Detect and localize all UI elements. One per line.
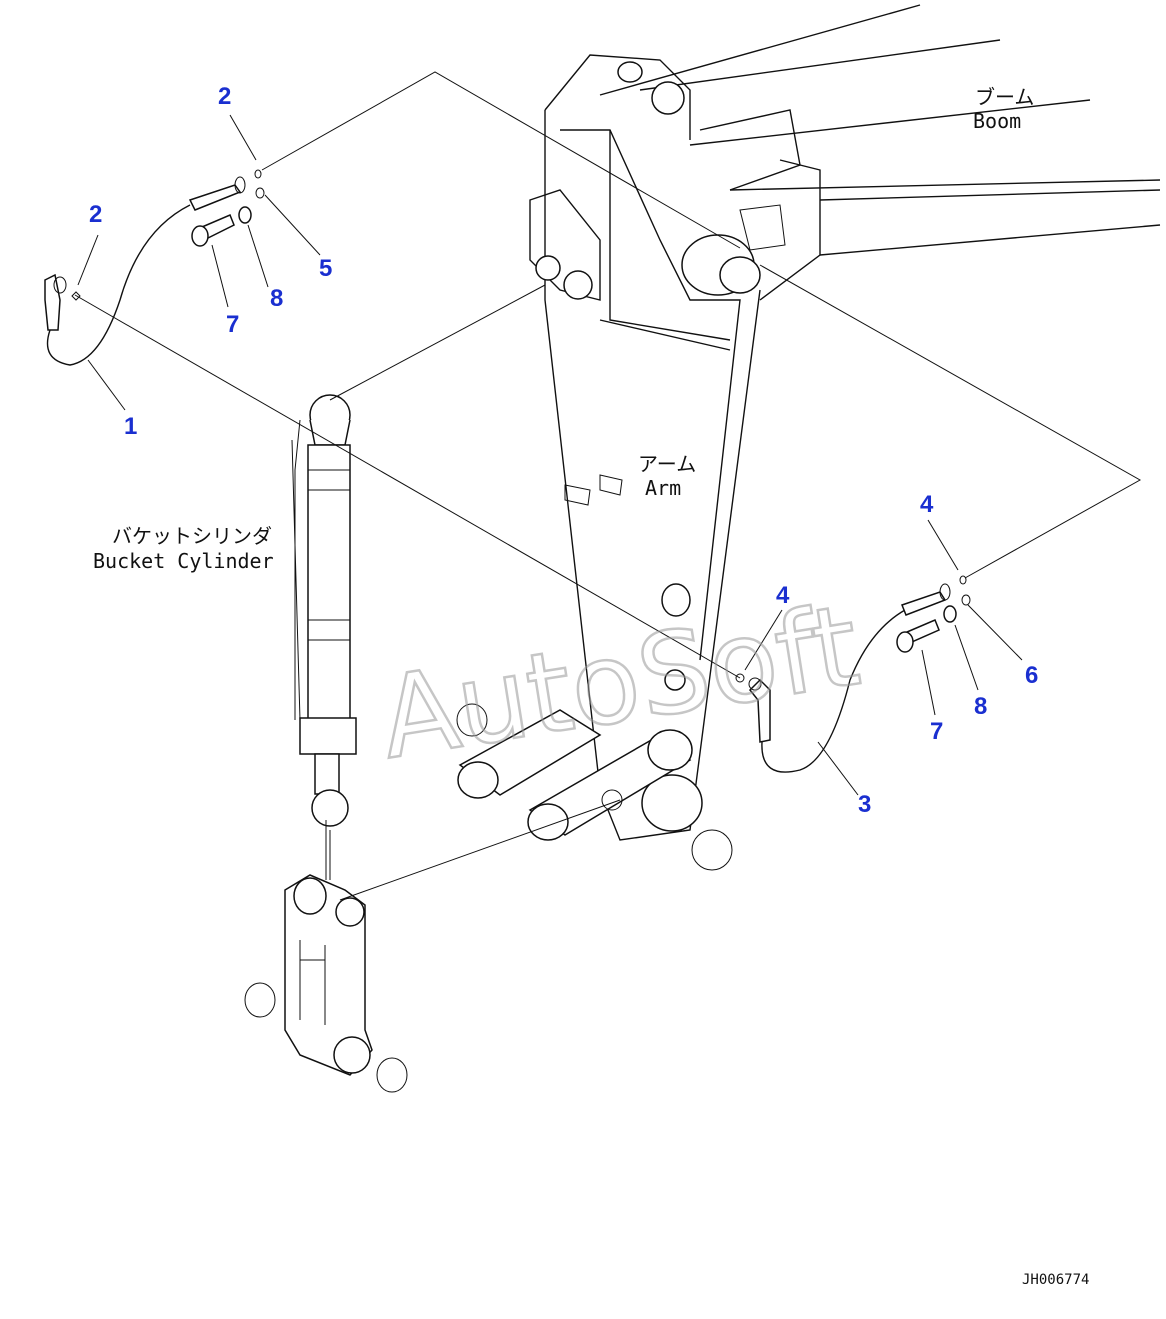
arm-label-en: Arm <box>645 476 681 500</box>
callout-6: 6 <box>1025 662 1038 689</box>
callout-2-top: 2 <box>218 83 231 110</box>
drawing-code: JH006774 <box>1022 1272 1089 1288</box>
arm-label-jp: アーム <box>638 452 696 476</box>
sensor-harness-3 <box>735 575 971 773</box>
boom-drawing <box>599 4 1161 301</box>
bucket-cylinder-label-jp: バケットシリンダ <box>112 524 272 548</box>
callout-7-right: 7 <box>930 718 943 745</box>
callout-2-left: 2 <box>89 201 102 228</box>
sensor-harness-1 <box>44 169 265 366</box>
reference-lines <box>74 71 1142 901</box>
leader-lines <box>77 114 1023 796</box>
bucket-link-drawing <box>244 874 408 1093</box>
callout-5: 5 <box>319 255 332 282</box>
callout-4-center: 4 <box>776 582 790 609</box>
boom-label-jp: ブーム <box>975 85 1034 109</box>
callout-1: 1 <box>124 413 137 440</box>
watermark-text: AutoSoft <box>372 581 867 785</box>
boom-label-en: Boom <box>973 109 1021 133</box>
callout-8-left: 8 <box>270 285 283 312</box>
callout-7-left: 7 <box>226 311 239 338</box>
callout-8-right: 8 <box>974 693 987 720</box>
callout-3: 3 <box>858 791 871 818</box>
bucket-cylinder-label-en: Bucket Cylinder <box>93 549 274 573</box>
callout-4-right: 4 <box>920 491 934 518</box>
bucket-cylinder-drawing <box>291 394 357 880</box>
arm-drawing <box>529 54 761 871</box>
link-drawing <box>456 703 693 841</box>
